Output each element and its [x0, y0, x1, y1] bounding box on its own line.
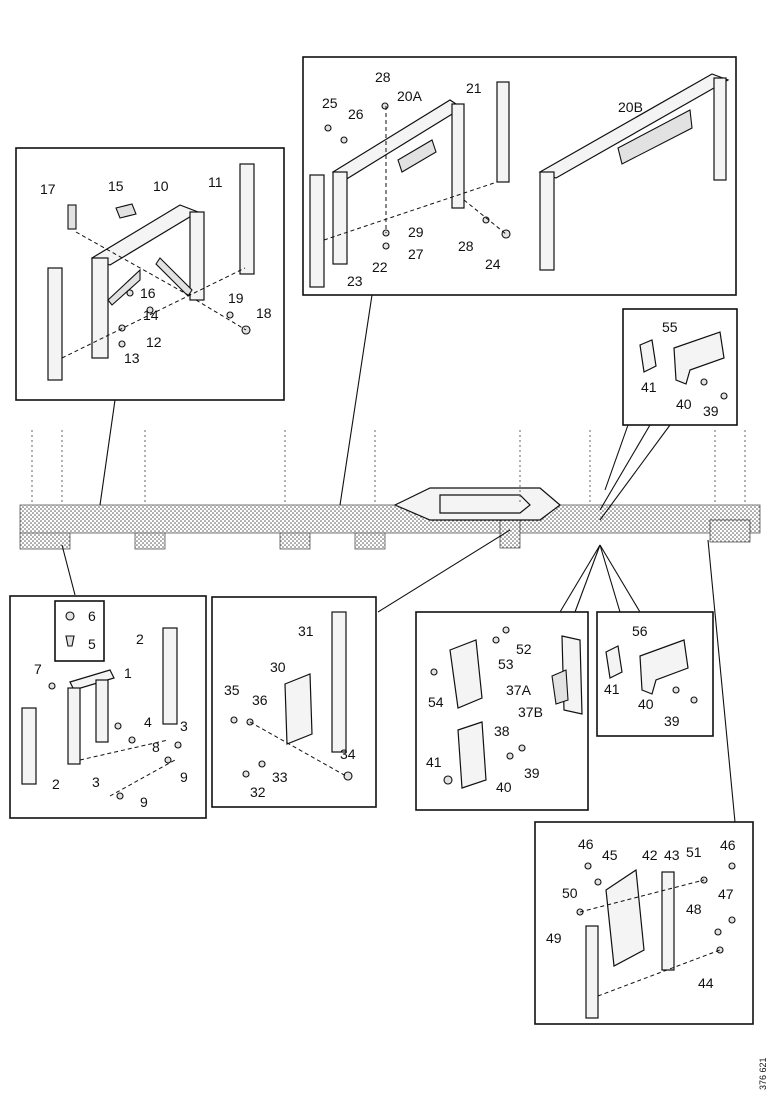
leader-lines: [61, 294, 736, 823]
callout-54: 54: [428, 694, 444, 710]
callout-46b: 46: [720, 837, 736, 853]
callout-42: 42: [642, 847, 658, 863]
callout-15: 15: [108, 178, 124, 194]
callout-27: 27: [408, 246, 424, 262]
callout-28: 28: [375, 69, 391, 85]
callout-43: 43: [664, 847, 680, 863]
callout-6: 6: [88, 608, 96, 624]
callout-7: 7: [34, 661, 42, 677]
callout-37A: 37A: [506, 682, 532, 698]
callout-3: 3: [180, 718, 188, 734]
callout-33: 33: [272, 769, 288, 785]
callout-10: 10: [153, 178, 169, 194]
callout-5: 5: [88, 636, 96, 652]
callout-34: 34: [340, 746, 356, 762]
callout-22: 22: [372, 259, 388, 275]
callout-20A: 20A: [397, 88, 423, 104]
detail-box-bracket-37: 52 53 54 37A 37B 38 41 39 40: [415, 611, 589, 811]
callout-21: 21: [466, 80, 482, 96]
callout-24: 24: [485, 256, 501, 272]
callout-55: 55: [662, 319, 678, 335]
callout-16: 16: [140, 285, 156, 301]
callout-31: 31: [298, 623, 314, 639]
callout-52: 52: [516, 641, 532, 657]
figure-reference: 376 621: [758, 1057, 768, 1090]
callout-40: 40: [676, 396, 692, 412]
callout-35: 35: [224, 682, 240, 698]
detail-box-crossmember-engine: 28 20A 21 25 26 20B 29 28 27 22 23 24: [302, 56, 737, 296]
callout-39: 39: [703, 403, 719, 419]
callout-30: 30: [270, 659, 286, 675]
callout-45: 45: [602, 847, 618, 863]
callout-40c: 40: [638, 696, 654, 712]
callout-2: 2: [136, 631, 144, 647]
detail-box-bracket-42: 46 45 42 43 51 46 50 47 48 49 44: [534, 821, 754, 1025]
callout-40b: 40: [496, 779, 512, 795]
callout-14: 14: [143, 307, 159, 323]
callout-39b: 39: [524, 765, 540, 781]
detail-box-crossmember-front: 17 15 10 11 16 14 19 18 12 13: [15, 147, 285, 401]
callout-28b: 28: [458, 238, 474, 254]
detail-box-crossmember-rear: 6 5 2 7 1 4 3 8 9 2 3 9: [9, 595, 207, 819]
callout-25: 25: [322, 95, 338, 111]
callout-41c: 41: [604, 681, 620, 697]
callout-26: 26: [348, 106, 364, 122]
callout-50: 50: [562, 885, 578, 901]
callout-19: 19: [228, 290, 244, 306]
callout-51: 51: [686, 844, 702, 860]
callout-3b: 3: [92, 774, 100, 790]
callout-9: 9: [180, 769, 188, 785]
callout-49: 49: [546, 930, 562, 946]
callout-8: 8: [152, 739, 160, 755]
callout-13: 13: [124, 350, 140, 366]
callout-37B: 37B: [518, 704, 543, 720]
callout-47: 47: [718, 886, 734, 902]
callout-41: 41: [641, 379, 657, 395]
callout-11: 11: [208, 174, 223, 190]
callout-39c: 39: [664, 713, 680, 729]
callout-4: 4: [144, 714, 152, 730]
callout-18: 18: [256, 305, 272, 321]
callout-48: 48: [686, 901, 702, 917]
callout-17: 17: [40, 181, 56, 197]
callout-12: 12: [146, 334, 162, 350]
callout-44: 44: [698, 975, 714, 991]
callout-38: 38: [494, 723, 510, 739]
callout-9b: 9: [140, 794, 148, 810]
callout-53: 53: [498, 656, 514, 672]
detail-box-bracket-55: 55 41 40 39: [622, 308, 738, 426]
callout-23: 23: [347, 273, 363, 289]
callout-36: 36: [252, 692, 268, 708]
chassis-frame: [19, 430, 761, 550]
callout-20B: 20B: [618, 99, 643, 115]
callout-46: 46: [578, 836, 594, 852]
callout-32: 32: [250, 784, 266, 800]
callout-56: 56: [632, 623, 648, 639]
callout-1: 1: [124, 665, 132, 681]
detail-box-bracket-56: 56 41 40 39: [596, 611, 714, 737]
callout-2b: 2: [52, 776, 60, 792]
detail-box-bracket-30: 31 30 35 36 34 33 32: [211, 596, 377, 808]
callout-41b: 41: [426, 754, 442, 770]
callout-29: 29: [408, 224, 424, 240]
